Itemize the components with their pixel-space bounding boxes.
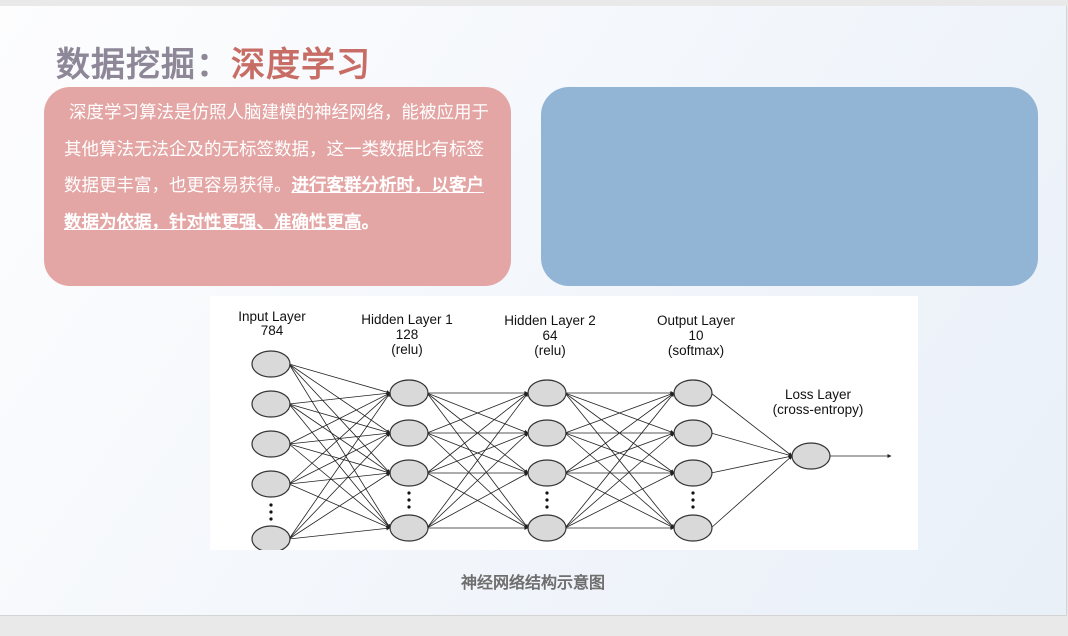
neuron-hidden1	[389, 459, 429, 487]
connection-edge	[564, 392, 675, 529]
ellipsis-dot	[407, 491, 411, 495]
layer-label-hidden1-activation: (relu)	[391, 342, 423, 357]
layer-label-hidden1-name: Hidden Layer 1	[361, 312, 453, 327]
neuron-hidden2	[527, 459, 567, 487]
layer-label-output-name: Output Layer	[657, 313, 736, 328]
connection-edge	[710, 432, 793, 457]
ellipsis-dot	[691, 491, 695, 495]
text-emphasis: 进行客群分析时，以客户数据为依据，针对性更强、准确性更高	[64, 176, 484, 233]
connection-edge	[426, 392, 529, 529]
connection-edge	[564, 432, 675, 529]
layer-label-hidden2-size: 64	[542, 328, 558, 343]
connection-edge	[426, 432, 529, 529]
neuron-output	[673, 514, 713, 542]
ellipsis-dot	[691, 505, 695, 509]
loss-layer-detail: (cross-entropy)	[773, 402, 864, 417]
title-part-2: 深度学习	[231, 45, 371, 85]
text-end-punctuation: 。	[361, 212, 380, 233]
connection-edge	[564, 392, 675, 474]
ellipsis-dot	[407, 498, 411, 502]
neuron-output	[673, 459, 713, 487]
ellipsis-dot	[545, 505, 549, 509]
ellipsis-dot	[545, 491, 549, 495]
layer-label-output-activation: (softmax)	[668, 343, 724, 358]
ellipsis-dot	[545, 498, 549, 502]
neuron-hidden2	[527, 379, 567, 407]
connection-edge	[288, 471, 391, 485]
loss-layer-name: Loss Layer	[785, 387, 852, 402]
layer-label-input-size: 784	[261, 323, 284, 338]
ellipsis-dot	[269, 503, 273, 507]
ellipsis-dot	[407, 505, 411, 509]
layer-label-hidden2-activation: (relu)	[534, 343, 566, 358]
connection-edge	[288, 526, 391, 540]
ellipsis-dot	[269, 510, 273, 514]
neuron-hidden2	[527, 419, 567, 447]
connection-edge	[426, 392, 529, 474]
connection-edge	[288, 392, 391, 485]
text-panel: 深度学习算法是仿照人脑建模的神经网络，能被应用于其他算法无法企及的无标签数据，这…	[44, 87, 511, 286]
connection-edge	[288, 363, 391, 529]
connection-edge	[710, 454, 793, 474]
connection-edge	[288, 432, 391, 540]
text-panel-body: 深度学习算法是仿照人脑建模的神经网络，能被应用于其他算法无法企及的无标签数据，这…	[64, 95, 499, 241]
layer-label-input-name: Input Layer	[238, 309, 306, 324]
neural-network-diagram: Input Layer 784 Hidden Layer 1 128 (relu…	[210, 296, 918, 550]
connection-edge	[426, 472, 529, 529]
neuron-hidden1	[389, 379, 429, 407]
neuron-hidden2	[527, 514, 567, 542]
ellipsis-dot	[691, 498, 695, 502]
connection-edge	[288, 432, 391, 485]
title-part-1: 数据挖掘：	[56, 45, 231, 85]
neuron-hidden1	[389, 514, 429, 542]
slide: 数据挖掘：深度学习 深度学习算法是仿照人脑建模的神经网络，能被应用于其他算法无法…	[0, 6, 1067, 616]
neuron-loss	[791, 442, 831, 470]
layer-label-output-size: 10	[688, 328, 703, 343]
connection-edge	[710, 392, 793, 457]
connection-edge	[288, 391, 391, 405]
neuron-input	[251, 470, 291, 498]
connection-edge	[288, 472, 391, 540]
connection-edge	[710, 455, 793, 529]
neuron-input	[251, 430, 291, 458]
layer-label-hidden1-size: 128	[396, 327, 419, 342]
neuron-hidden1	[389, 419, 429, 447]
connection-edge	[564, 472, 675, 529]
connection-edge	[426, 432, 529, 474]
neuron-input	[251, 350, 291, 378]
connection-edge	[564, 392, 675, 434]
ellipsis-dot	[269, 517, 273, 521]
connection-edge	[288, 363, 391, 394]
connection-edge	[288, 392, 391, 445]
neuron-output	[673, 419, 713, 447]
layer-label-hidden2-name: Hidden Layer 2	[504, 313, 596, 328]
text-normal: 深度学习算法是仿照人脑建模的神经网络，能被应用于其他算法无法企及的无标签数据，这…	[64, 103, 489, 196]
slide-title: 数据挖掘：深度学习	[56, 40, 371, 90]
connection-edge	[288, 392, 391, 540]
diagram-caption: 神经网络结构示意图	[460, 573, 605, 592]
connection-edge	[426, 392, 529, 434]
connection-edge	[564, 432, 675, 474]
neuron-output	[673, 379, 713, 407]
neuron-input	[251, 390, 291, 418]
neuron-input	[251, 525, 291, 550]
image-placeholder-panel	[541, 87, 1038, 286]
